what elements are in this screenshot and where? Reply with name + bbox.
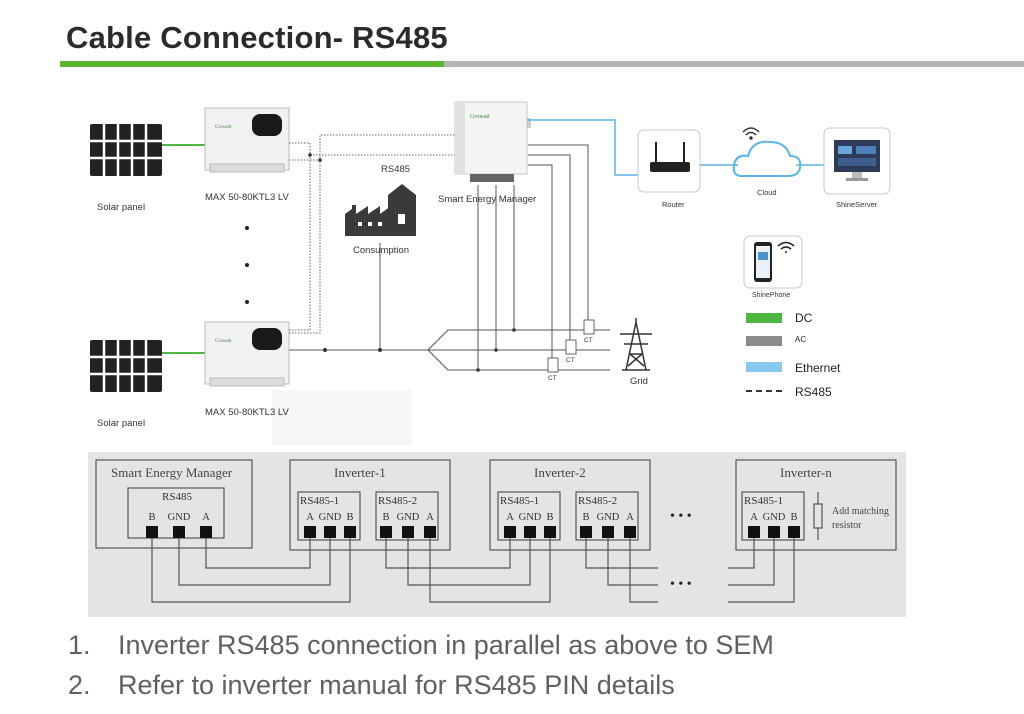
pin-label: GND (519, 512, 542, 523)
pin-label: GND (763, 512, 786, 523)
factory-icon (345, 184, 416, 236)
pin-label: A (750, 512, 758, 523)
pin-label: B (382, 512, 389, 523)
monitor-icon (823, 127, 891, 195)
port-label: RS485-2 (378, 495, 417, 507)
solar-panel-label: Solar panel (97, 202, 146, 213)
sem-box (95, 459, 253, 549)
ct-label: CT (584, 337, 593, 344)
pin-label: B (546, 512, 553, 523)
legend-rs485-swatch (746, 390, 782, 392)
pin-label: B (346, 512, 353, 523)
port-label: RS485-2 (578, 495, 617, 507)
note-item: 2. Refer to inverter manual for RS485 PIN… (68, 670, 675, 701)
smart-energy-manager-icon: Growatt (454, 101, 531, 182)
inverter-label: MAX 50-80KTL3 LV (205, 407, 289, 418)
inverter-n-title: Inverter-n (780, 465, 832, 480)
placeholder-block (272, 390, 412, 446)
inverter-1-title: Inverter-1 (334, 465, 386, 480)
legend-ethernet-label: Ethernet (795, 361, 841, 375)
inverter-icon: Growatt (204, 107, 290, 173)
pin-label: GND (319, 512, 342, 523)
wifi-icon (742, 127, 760, 140)
inverter-n-box (735, 459, 897, 551)
page-title: Cable Connection- RS485 (66, 20, 448, 55)
resistor-icon (813, 503, 823, 529)
pin-label: GND (168, 512, 191, 523)
legend-ac-label: AC (795, 335, 807, 344)
svg-text:Growatt: Growatt (470, 114, 490, 120)
pin-label: GND (597, 512, 620, 523)
note-text: Inverter RS485 connection in parallel as… (118, 630, 774, 660)
solar-panel-icon (90, 340, 162, 392)
port-label: RS485-1 (300, 495, 339, 507)
grid-tower-icon (620, 318, 652, 371)
pin-label: B (148, 512, 155, 523)
ct-label: CT (566, 357, 575, 364)
ellipsis: • • • (670, 577, 692, 592)
title-underline-grey (444, 61, 1024, 67)
svg-text:Growatt: Growatt (215, 125, 232, 130)
shineserver-label: ShineServer (836, 200, 878, 209)
pin-label: B (582, 512, 589, 523)
sem-label: Smart Energy Manager (438, 194, 537, 205)
sem-port-label: RS485 (162, 491, 192, 503)
pin-label: A (202, 512, 210, 523)
pin-label: A (426, 512, 434, 523)
note-item: 1. Inverter RS485 connection in parallel … (68, 630, 774, 661)
inverter-icon: Growatt (204, 321, 290, 387)
cloud-icon (732, 140, 802, 177)
ct-icon (547, 319, 595, 373)
port-label: RS485-1 (500, 495, 539, 507)
port-label: RS485-1 (744, 495, 783, 507)
title-underline-green (60, 61, 444, 67)
sem-title: Smart Energy Manager (111, 465, 233, 480)
shinephone-label: ShinePhone (752, 292, 791, 299)
wiring-diagram: Smart Energy Manager Inverter-1 Inverter… (88, 452, 906, 617)
ac-line (289, 144, 610, 371)
consumption-label: Consumption (353, 245, 409, 256)
resistor-note: resistor (832, 520, 862, 531)
pin-label: B (790, 512, 797, 523)
note-number: 2. (68, 670, 91, 700)
legend-dc-label: DC (795, 311, 813, 325)
pin-label: A (506, 512, 514, 523)
legend-ethernet-swatch (746, 362, 782, 372)
pin-label: A (306, 512, 314, 523)
svg-text:Growatt: Growatt (215, 339, 232, 344)
ellipsis: • • • (670, 509, 692, 524)
inverter-2-title: Inverter-2 (534, 465, 586, 480)
pin-label: GND (397, 512, 420, 523)
note-text: Refer to inverter manual for RS485 PIN d… (118, 670, 675, 700)
inverter-1-box (289, 459, 451, 551)
phone-icon (743, 235, 803, 289)
inverter-label: MAX 50-80KTL3 LV (205, 192, 289, 203)
inverter-2-box (489, 459, 651, 551)
grid-label: Grid (630, 376, 648, 387)
pin-label: A (626, 512, 634, 523)
router-label: Router (662, 200, 685, 209)
solar-panel-icon (90, 124, 162, 176)
ct-label: CT (548, 375, 557, 382)
legend-ac-swatch (746, 336, 782, 346)
rs485-line (289, 134, 455, 334)
note-number: 1. (68, 630, 91, 660)
router-icon (637, 129, 701, 193)
rs485-line-label: RS485 (381, 164, 411, 175)
legend-rs485-label: RS485 (795, 385, 832, 399)
solar-panel-label: Solar panel (97, 418, 146, 429)
system-diagram: Growatt Growatt (90, 101, 891, 446)
resistor-note: Add matching (832, 506, 889, 517)
legend-dc-swatch (746, 313, 782, 323)
cloud-label: Cloud (757, 188, 777, 197)
